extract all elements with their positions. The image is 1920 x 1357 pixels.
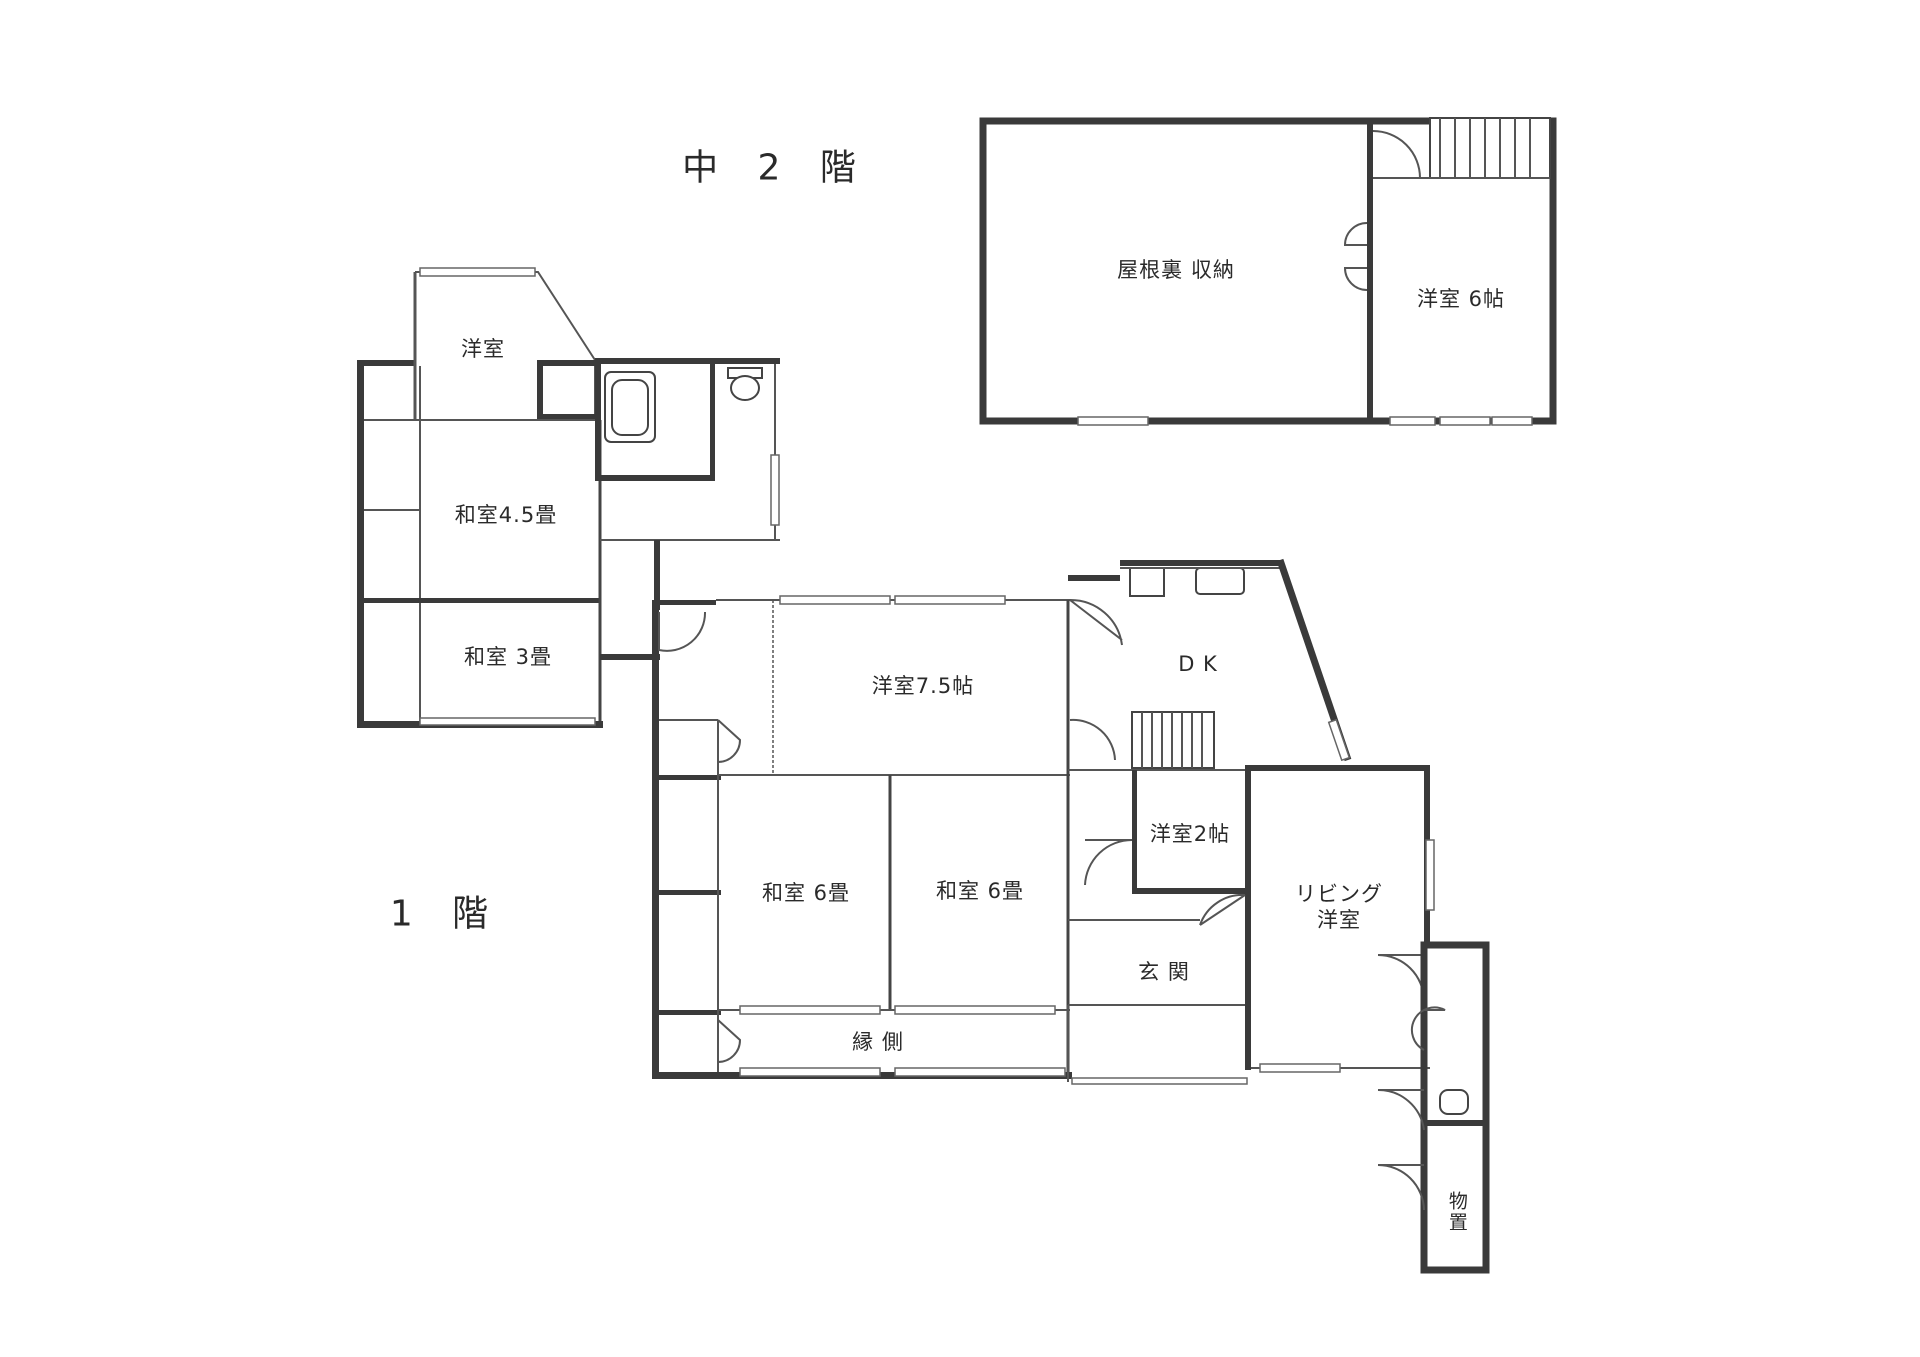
toilet-bowl [730, 375, 760, 401]
room-label-washitsu-6-a: 和室 6畳 [761, 880, 851, 905]
room-label-western-6: 洋室 6帖 [1416, 286, 1506, 311]
living-label-line-2: 洋室 [1317, 908, 1361, 932]
door-arc-75-a [658, 611, 707, 652]
attic-window [1077, 416, 1149, 426]
annex-toilet [1439, 1089, 1469, 1115]
west-wing-plan [357, 267, 780, 728]
storage-annex-wall [1420, 941, 1490, 1274]
room-label-attic-storage: 屋根裏 収納 [1117, 257, 1235, 282]
room-label-living: リビング 洋室 [1295, 881, 1383, 934]
room-label-washitsu-4-5: 和室4.5畳 [454, 502, 558, 527]
room-label-engawa: 縁 側 [852, 1029, 904, 1054]
mezzanine-door-arc [1372, 130, 1421, 179]
attic-door-arc-2 [1343, 267, 1368, 291]
room-label-western-7-5: 洋室7.5帖 [871, 673, 975, 698]
stove [1129, 567, 1165, 597]
kitchen-sink [1195, 567, 1245, 595]
dk-door-arc-2 [1069, 718, 1116, 761]
annex-door-arc-1 [1410, 1006, 1446, 1051]
room-label-entrance: 玄 関 [1138, 959, 1190, 984]
room-label-washitsu-3: 和室 3畳 [463, 644, 553, 669]
main-wing-plan [652, 558, 1490, 1274]
living-label-line-1: リビング [1295, 881, 1383, 906]
door-arc-closet [717, 719, 742, 763]
annex-door-arc-2 [1377, 1088, 1425, 1131]
mezzanine-partition-wall [1367, 121, 1373, 421]
first-floor-title: 1 階 [389, 893, 503, 935]
living-door-arc-1 [1199, 893, 1246, 926]
room-label-storage: 物置 [1445, 1191, 1468, 1233]
room-label-western-small: 洋室 [461, 336, 505, 361]
mezzanine-outer-wall [979, 117, 1557, 425]
bathtub-inner [611, 379, 649, 436]
living-door-arc-2 [1377, 954, 1425, 1001]
room-label-western-2: 洋室2帖 [1149, 821, 1231, 846]
room-label-washitsu-6-b: 和室 6畳 [935, 878, 1025, 903]
door-arc-engawa [717, 1019, 742, 1063]
room-label-dk: D K [1178, 651, 1218, 676]
western6-window-2 [1439, 416, 1491, 426]
western6-window-1 [1389, 416, 1436, 426]
western2-door-arc [1084, 838, 1133, 886]
mezzanine-floor-title: 中 2 階 [682, 147, 870, 189]
attic-door-arc-1 [1343, 222, 1368, 246]
first-floor-stairs [1131, 711, 1215, 769]
mezzanine-plan [979, 117, 1557, 426]
dk-door-arc-1 [1069, 598, 1123, 646]
western6-window-3 [1491, 416, 1533, 426]
mezzanine-stairs [1373, 117, 1551, 179]
annex-door-arc-3 [1377, 1164, 1425, 1211]
